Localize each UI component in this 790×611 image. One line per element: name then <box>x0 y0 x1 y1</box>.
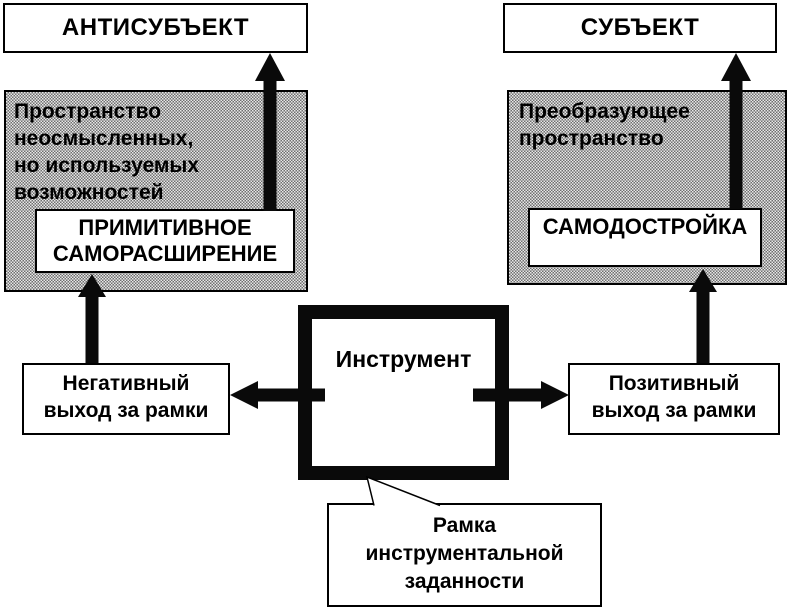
left-space-line: неосмысленных, <box>14 127 194 150</box>
callout-box: Рамка инструментальной заданности <box>327 503 602 607</box>
subject-box: СУБЪЕКТ <box>503 3 777 53</box>
self-building-box: САМОДОСТРОЙКА <box>528 208 762 267</box>
negative-exit-box: Негативный выход за рамки <box>22 363 230 435</box>
positive-exit-line: выход за рамки <box>591 399 757 422</box>
left-space-label: Пространство неосмысленных, но используе… <box>14 98 294 206</box>
antisubject-box: АНТИСУБЪЕКТ <box>3 3 308 53</box>
left-space-line: но используемых <box>14 154 200 177</box>
left-space-line: возможностей <box>14 181 164 204</box>
instrument-label: Инструмент <box>335 346 472 372</box>
right-space-line: Преобразующее <box>519 100 690 123</box>
positive-exit-box: Позитивный выход за рамки <box>568 363 780 435</box>
positive-exit-line: Позитивный <box>608 372 740 395</box>
primitive-self-expansion-box: ПРИМИТИВНОЕ САМОРАСШИРЕНИЕ <box>35 209 295 273</box>
subject-label: СУБЪЕКТ <box>580 14 700 41</box>
right-space-line: пространство <box>519 127 664 150</box>
negative-exit-line: Негативный <box>62 372 190 395</box>
negative-exit-line: выход за рамки <box>43 399 209 422</box>
self-building-label: САМОДОСТРОЙКА <box>542 214 748 239</box>
antisubject-label: АНТИСУБЪЕКТ <box>61 14 250 41</box>
left-space-line: Пространство <box>14 100 162 123</box>
callout-wedge <box>365 475 441 507</box>
right-space-label: Преобразующее пространство <box>519 98 779 152</box>
callout-line: инструментальной <box>365 542 564 565</box>
primitive-line: САМОРАСШИРЕНИЕ <box>52 241 278 266</box>
instrument-box: Инструмент <box>298 305 509 480</box>
callout-line: Рамка <box>432 514 497 537</box>
callout-line: заданности <box>404 570 525 593</box>
primitive-line: ПРИМИТИВНОЕ <box>78 215 252 240</box>
